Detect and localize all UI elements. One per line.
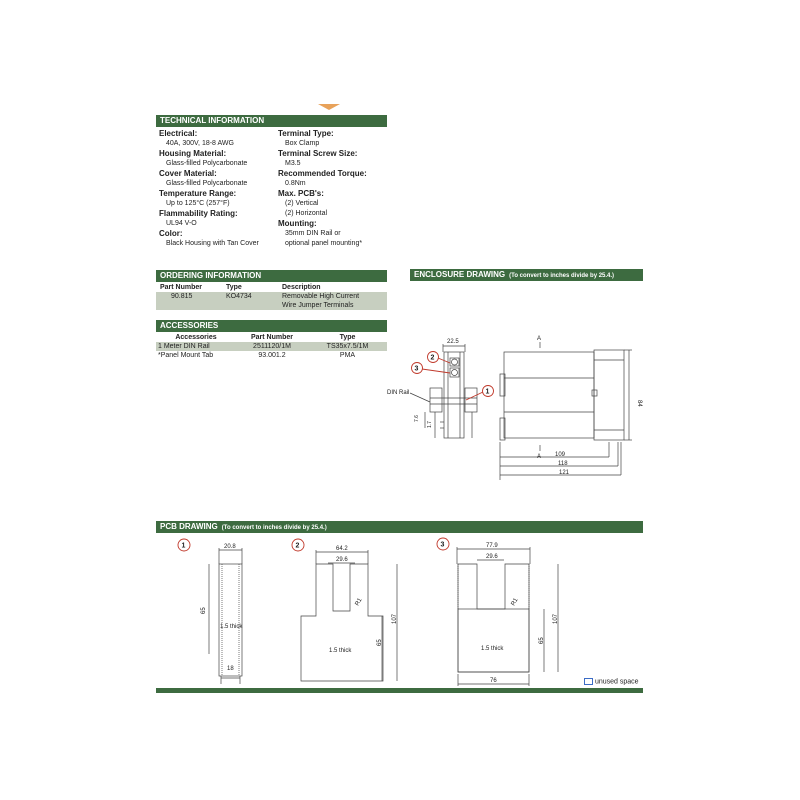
spec-label: Color: bbox=[159, 229, 183, 238]
spec-label: Housing Material: bbox=[159, 149, 227, 158]
ordering-table: Part Number Type Description 90.815 KO47… bbox=[156, 283, 387, 310]
din-rail-label: DIN Rail bbox=[387, 390, 409, 396]
col-description: Description bbox=[282, 284, 321, 291]
enclosure-drawing-header: ENCLOSURE DRAWING(To convert to inches d… bbox=[410, 269, 643, 281]
svg-text:107: 107 bbox=[392, 613, 398, 624]
spec-value: 0.8Nm bbox=[285, 180, 306, 187]
spec-value: Box Clamp bbox=[285, 140, 320, 147]
section-marker-icon bbox=[318, 104, 340, 110]
dim-top: 22.5 bbox=[447, 339, 459, 345]
spec-value: (2) Horizontal bbox=[285, 210, 328, 217]
svg-text:R1: R1 bbox=[511, 597, 520, 607]
spec-label: Temperature Range: bbox=[159, 189, 237, 198]
callout-3: 3 bbox=[415, 366, 419, 373]
spec-value: M3.5 bbox=[285, 160, 301, 167]
unused-space-swatch-icon bbox=[584, 678, 593, 685]
svg-text:1.5 thick: 1.5 thick bbox=[481, 646, 504, 652]
enclosure-drawing: 22.5 7.6 1.7 DIN Rail 2 3 1 A A 84 bbox=[387, 336, 642, 480]
spec-value: optional panel mounting* bbox=[285, 240, 363, 247]
callout-1: 1 bbox=[486, 389, 490, 396]
spec-label: Terminal Type: bbox=[278, 129, 334, 138]
accessories-header: ACCESSORIES bbox=[156, 320, 387, 332]
spec-value: Black Housing with Tan Cover bbox=[166, 240, 259, 247]
col-acc-type: Type bbox=[339, 334, 356, 341]
technical-left-column: Electrical: 40A, 300V, 18-8 AWG Housing Ma… bbox=[159, 129, 279, 249]
dim-w1: 109 bbox=[555, 452, 566, 458]
spec-value: 35mm DIN Rail or bbox=[285, 230, 341, 237]
pcb-2-number: 2 bbox=[296, 543, 300, 550]
spec-label: Flammability Rating: bbox=[159, 209, 238, 218]
svg-text:65: 65 bbox=[539, 637, 545, 644]
pcb-3-number: 3 bbox=[441, 542, 445, 549]
svg-text:18: 18 bbox=[227, 666, 234, 672]
accessories-header-row: Accessories Part Number Type bbox=[156, 333, 387, 342]
spec-value: UL94 V-O bbox=[166, 220, 197, 227]
pcb-1: 1 20.8 65 1.5 thick 18 bbox=[177, 538, 243, 684]
svg-text:77.9: 77.9 bbox=[486, 543, 498, 549]
ordering-info-header: ORDERING INFORMATION bbox=[156, 270, 387, 282]
svg-text:1.5 thick: 1.5 thick bbox=[329, 648, 352, 654]
accessory-row: 1 Meter DIN Rail 2511120/1M TS35x7.5/1M bbox=[156, 342, 387, 351]
spec-value: (2) Vertical bbox=[285, 200, 319, 207]
dim-h2: 1.7 bbox=[427, 421, 433, 428]
spec-label: Max. PCB's: bbox=[278, 189, 324, 198]
ordering-type: KO4734 bbox=[226, 293, 252, 300]
unused-space-legend: unused space bbox=[584, 678, 639, 686]
spec-value: Up to 125°C (257°F) bbox=[166, 200, 230, 207]
pcb-drawing: 1 20.8 65 1.5 thick 18 2 64.2 29.6 R1 65… bbox=[177, 537, 559, 686]
svg-text:R1: R1 bbox=[355, 597, 364, 607]
dim-height: 84 bbox=[636, 400, 642, 407]
col-accessories: Accessories bbox=[175, 334, 217, 341]
spec-label: Recommended Torque: bbox=[278, 169, 367, 178]
svg-text:76: 76 bbox=[490, 678, 497, 684]
section-a-top: A bbox=[537, 336, 541, 342]
svg-text:65: 65 bbox=[377, 639, 383, 646]
spec-label: Electrical: bbox=[159, 129, 198, 138]
dim-h1: 7.6 bbox=[414, 415, 420, 422]
enclosure-front-view: A A 84 109 118 121 bbox=[499, 336, 642, 480]
dim-w3: 121 bbox=[559, 470, 570, 476]
dim-w2: 118 bbox=[558, 461, 568, 467]
accessory-row: *Panel Mount Tab 93.001.2 PMA bbox=[158, 352, 356, 359]
svg-text:65: 65 bbox=[201, 607, 207, 614]
enclosure-side-view: 22.5 7.6 1.7 DIN Rail bbox=[387, 339, 478, 439]
pcb-2: 2 64.2 29.6 R1 65 107 1.5 thick bbox=[291, 538, 398, 682]
ordering-header-row: Part Number Type Description bbox=[156, 283, 387, 292]
spec-value: Glass-filled Polycarbonate bbox=[166, 180, 248, 187]
accessories-table: Accessories Part Number Type 1 Meter DIN… bbox=[156, 333, 387, 360]
svg-text:64.2: 64.2 bbox=[336, 546, 348, 552]
callout-2: 2 bbox=[431, 355, 435, 362]
spec-value: 40A, 300V, 18-8 AWG bbox=[166, 140, 234, 147]
spec-label: Terminal Screw Size: bbox=[278, 149, 358, 158]
col-type: Type bbox=[226, 284, 242, 291]
technical-info-header: TECHNICAL INFORMATION bbox=[156, 115, 387, 127]
svg-text:29.6: 29.6 bbox=[486, 554, 498, 560]
pcb-1-number: 1 bbox=[182, 543, 186, 550]
spec-label: Cover Material: bbox=[159, 169, 217, 178]
pcb-drawing-header: PCB DRAWING(To convert to inches divide … bbox=[156, 521, 643, 533]
pcb-3: 3 77.9 29.6 R1 65 107 1.5 thick 76 bbox=[436, 537, 559, 686]
svg-text:1.5 thick: 1.5 thick bbox=[220, 624, 243, 630]
svg-text:29.6: 29.6 bbox=[336, 557, 348, 563]
footer-bar bbox=[156, 688, 643, 693]
spec-value: Glass-filled Polycarbonate bbox=[166, 160, 248, 167]
spec-label: Mounting: bbox=[278, 219, 317, 228]
col-acc-part: Part Number bbox=[250, 334, 293, 341]
svg-text:107: 107 bbox=[553, 613, 559, 624]
svg-text:20.8: 20.8 bbox=[224, 544, 236, 550]
ordering-part: 90.815 bbox=[171, 293, 193, 300]
col-part-number: Part Number bbox=[160, 284, 203, 291]
enclosure-callouts bbox=[411, 351, 494, 401]
